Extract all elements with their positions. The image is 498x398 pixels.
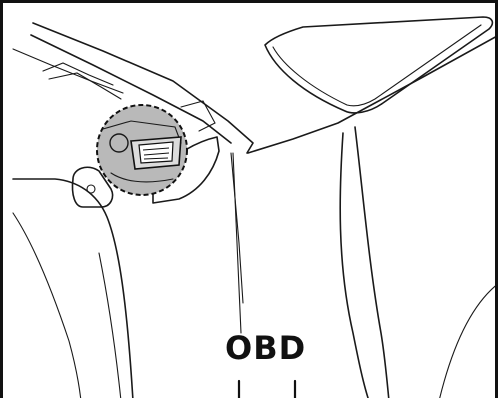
label-leader-line <box>233 153 241 333</box>
bolt-icon <box>87 185 95 193</box>
a-pillar-left <box>340 133 369 398</box>
obd-label: OBD <box>225 332 305 364</box>
a-pillar-right <box>355 127 389 398</box>
kick-panel-seam <box>99 253 121 398</box>
obd-port-icon <box>131 137 181 169</box>
door-contour <box>439 283 498 398</box>
console-edge <box>231 153 243 303</box>
dashboard-panel-ridge-2 <box>49 73 121 99</box>
kick-panel-outer <box>13 179 133 398</box>
windshield-outline <box>265 17 492 113</box>
dash-top-edge <box>248 35 498 153</box>
windshield-inner <box>273 25 481 106</box>
kick-panel-inner <box>13 213 81 398</box>
